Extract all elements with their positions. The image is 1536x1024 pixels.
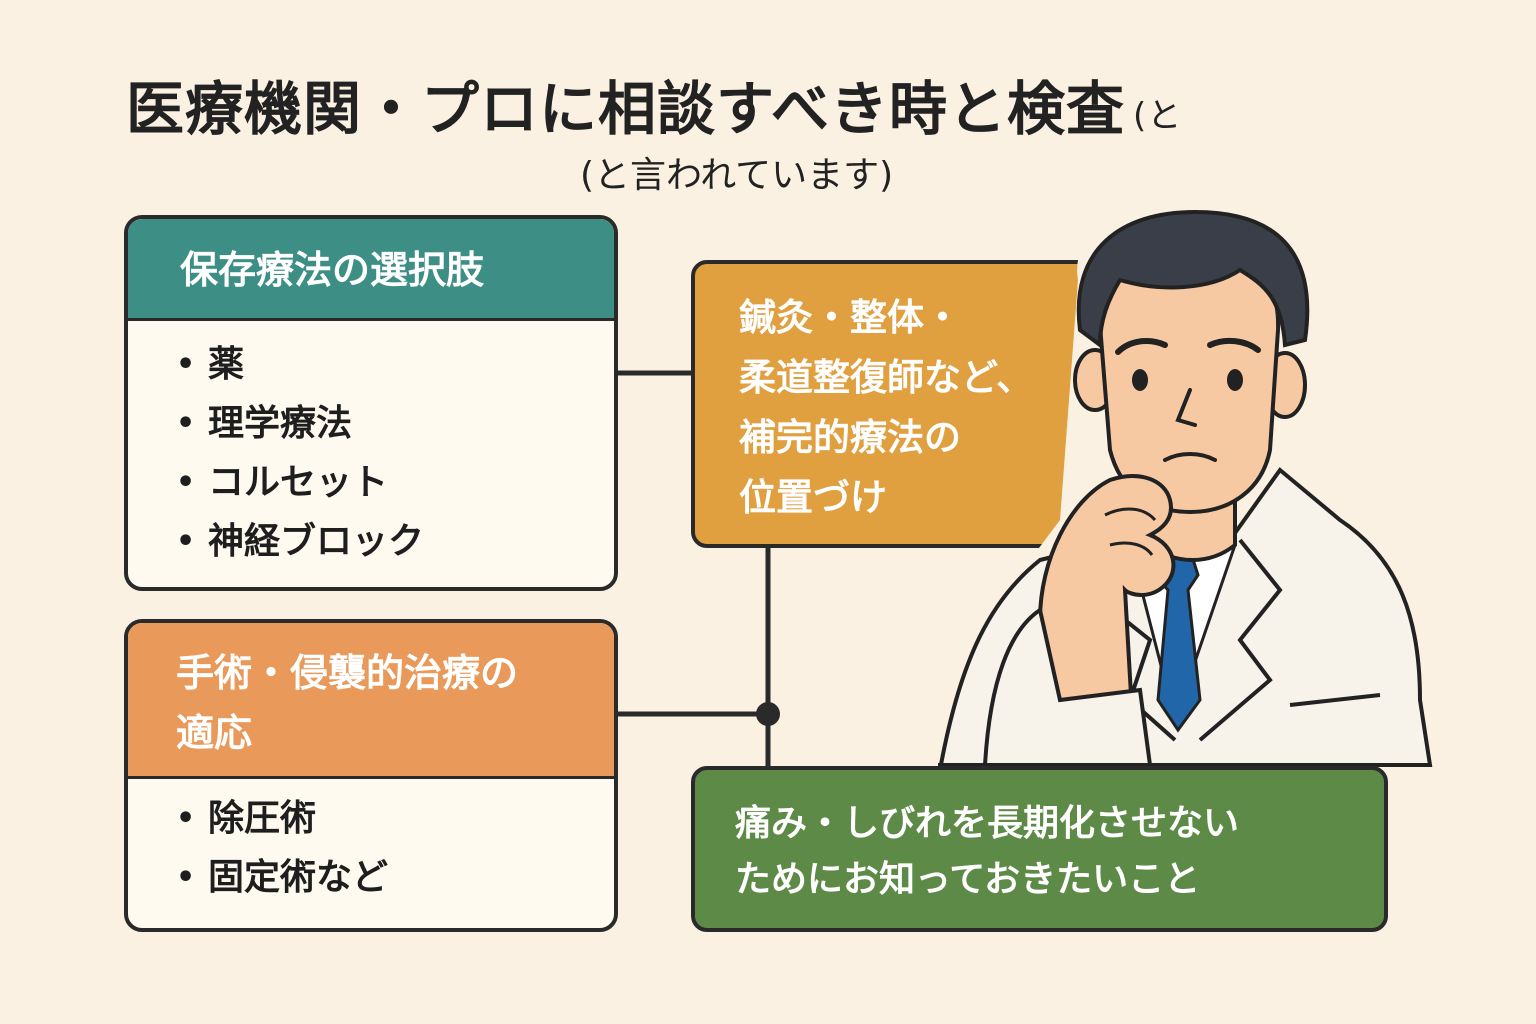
bullet: • — [176, 524, 196, 559]
list-item: • コルセット — [176, 453, 614, 512]
surgery-heading-line: 適応 — [176, 711, 253, 755]
surgery-heading: 手術・侵襲的治療の 適応 — [128, 623, 614, 779]
chronic-pain-box: 痛み・しびれを長期化させない ためにお知っておきたいこと — [691, 766, 1388, 932]
list-item: • 固定術など — [176, 848, 614, 907]
list-item-label: 理学療法 — [208, 403, 353, 444]
chronic-line: 痛み・しびれを長期化させない — [735, 803, 1240, 844]
complementary-line: 補完的療法の — [739, 416, 961, 459]
page-title: 医療機関・プロに相談すべき時と検査(と — [126, 62, 1182, 146]
mouth — [1163, 452, 1217, 462]
complementary-line: 位置づけ — [739, 476, 887, 519]
left-eye — [1132, 369, 1148, 391]
list-item-label: 固定術など — [208, 857, 389, 898]
surgery-list: • 除圧術 • 固定術など — [128, 779, 614, 907]
bullet: • — [176, 465, 196, 500]
surgery-heading-line: 手術・侵襲的治療の — [176, 651, 519, 695]
chronic-line: ためにお知っておきたいこと — [735, 859, 1201, 900]
complementary-line: 鍼灸・整体・ — [739, 296, 961, 339]
right-lapel — [1198, 538, 1283, 742]
bullet: • — [176, 347, 196, 382]
complementary-therapy-box: 鍼灸・整体・ 柔道整復師など、 補完的療法の 位置づけ — [691, 260, 1131, 548]
surgery-card: 手術・侵襲的治療の 適応 • 除圧術 • 固定術など — [124, 619, 618, 932]
title-text: 医療機関・プロに相談すべき時と検査 — [126, 75, 1125, 143]
bullet: • — [176, 406, 196, 441]
list-item-label: 除圧術 — [208, 798, 317, 839]
right-eyebrow — [1207, 337, 1261, 353]
finger-line — [1104, 507, 1157, 522]
list-item-label: 薬 — [208, 344, 245, 385]
list-item: •薬 — [176, 335, 614, 394]
complementary-line: 柔道整復師など、 — [739, 356, 1034, 399]
connector-junction-dot — [756, 702, 780, 726]
nose — [1175, 388, 1197, 427]
conservative-heading: 保存療法の選択肢 — [128, 219, 614, 321]
right-eye — [1227, 369, 1243, 391]
list-item: • 理学療法 — [176, 394, 614, 453]
conservative-card: 保存療法の選択肢 •薬 •理学療法 •コルセット •神経ブロック — [124, 215, 618, 591]
left-eyebrow — [1115, 337, 1168, 355]
page-subtitle: (と言われています) — [580, 155, 894, 196]
bullet: • — [176, 860, 196, 895]
list-item-label: 神経ブロック — [208, 521, 425, 562]
title-tail: (と — [1132, 96, 1183, 137]
conservative-list: •薬 •理学療法 •コルセット •神経ブロック — [128, 321, 614, 571]
hair — [1076, 209, 1310, 349]
sleeve — [982, 606, 1153, 767]
list-item: • 除圧術 — [176, 789, 614, 848]
pocket-line — [1289, 693, 1381, 707]
list-item: • 神経ブロック — [176, 512, 614, 571]
bullet: • — [176, 801, 196, 836]
finger-line — [1109, 541, 1154, 556]
hand — [1037, 474, 1176, 767]
list-item-label: コルセット — [208, 462, 389, 503]
face — [1095, 247, 1281, 515]
